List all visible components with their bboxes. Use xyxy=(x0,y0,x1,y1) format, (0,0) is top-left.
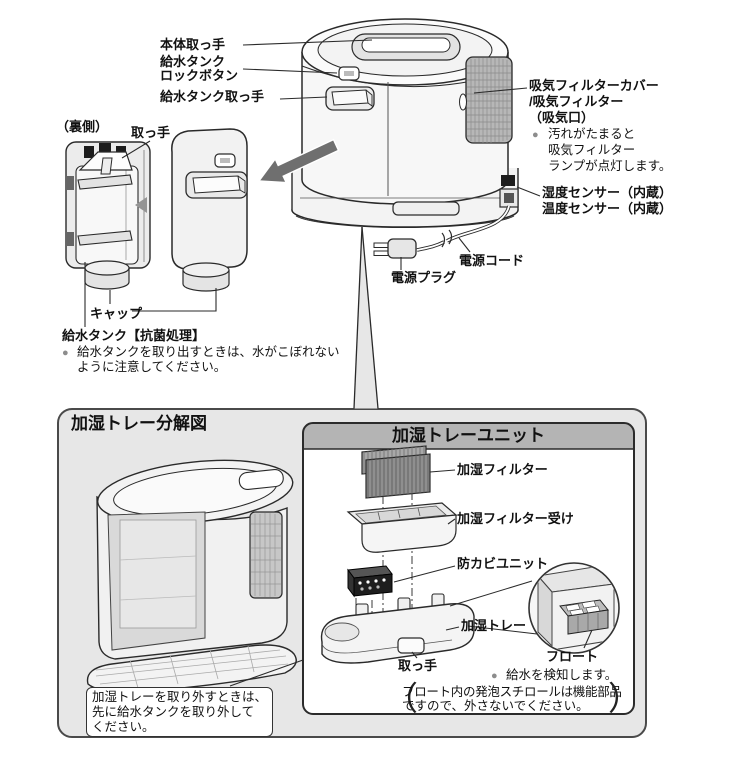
bullet-icon: ● xyxy=(62,347,69,359)
tray-label: 加湿トレー xyxy=(461,618,527,633)
tank-lock-button-glyph-front xyxy=(214,153,236,168)
anti-mold-label: 防カビユニット xyxy=(457,556,549,571)
tray-handle-label: 取っ手 xyxy=(398,658,438,673)
tank-note-line2: ように注意してください。 xyxy=(77,360,227,374)
callout-wedge xyxy=(353,226,379,409)
filter-label: 加湿フィルター xyxy=(457,462,548,477)
intake-note-line1: 汚れがたまると xyxy=(548,127,636,141)
cap-label: キャップ xyxy=(90,306,143,321)
pull-out-arrow-icon xyxy=(257,138,340,184)
remove-note-box: 加湿トレーを取り外すときは、 先に給水タンクを取り外して ください。 xyxy=(86,687,274,738)
main-unit-illustration xyxy=(291,18,519,229)
tank-note-line1: 給水タンクを取り出すときは、水がこぼれない xyxy=(77,345,340,359)
tray-illustration xyxy=(320,593,475,664)
water-tank-front-illustration xyxy=(171,128,248,292)
paren-close: ） xyxy=(608,680,641,717)
float-inset-illustration xyxy=(449,562,620,654)
leader-lines-top xyxy=(84,39,541,327)
styrofoam-note-line1: フロート内の発泡スチロールは機能部品 xyxy=(402,685,622,699)
tank-lock-button-glyph xyxy=(338,66,360,81)
humidifier-filter-illustration xyxy=(361,445,431,499)
float-note: 給水を検知します。 xyxy=(506,668,618,682)
intake-label-line1: 吸気フィルターカバー xyxy=(529,78,659,93)
remove-note-line1: 加湿トレーを取り外すときは、 xyxy=(92,690,268,704)
styrofoam-note-line2: ですので、外さないでください。 xyxy=(402,699,589,713)
tank-lock-label-line1: 給水タンク xyxy=(160,54,226,69)
intake-note-line2: 吸気フィルター xyxy=(548,143,636,157)
float-label: フロート xyxy=(546,649,599,664)
filter-holder-illustration xyxy=(346,502,458,553)
power-plug-illustration xyxy=(373,238,417,259)
humidity-sensor-label: 湿度センサー（内蔵） xyxy=(542,185,673,200)
bullet-icon: ● xyxy=(532,129,539,141)
remove-note-line2: 先に給水タンクを取り外して xyxy=(92,704,255,719)
tank-heading-label: 給水タンク【抗菌処理】 xyxy=(62,328,206,343)
filter-holder-label: 加湿フィルター受け xyxy=(457,511,574,526)
power-plug-label: 電源プラグ xyxy=(391,270,457,285)
handle-label: 取っ手 xyxy=(131,125,171,140)
intake-note-line3: ランプが点灯します。 xyxy=(548,159,672,173)
temperature-sensor-label: 温度センサー（内蔵） xyxy=(542,201,673,216)
power-cord-illustration xyxy=(373,205,511,259)
intake-filter-grille xyxy=(459,56,513,144)
tray-device-illustration xyxy=(86,459,304,693)
body-handle-label: 本体取っ手 xyxy=(160,37,226,52)
power-cord-label: 電源コード xyxy=(459,253,525,268)
bullet-icon: ● xyxy=(491,670,498,682)
tank-lock-label-line2: ロックボタン xyxy=(160,68,239,83)
back-side-label: （裏側） xyxy=(56,119,109,134)
intake-label-line2: /吸気フィルター xyxy=(529,94,624,109)
tray-section-title: 加湿トレー分解図 xyxy=(71,414,207,433)
tray-unit-title: 加湿トレーユニット xyxy=(392,426,545,445)
intake-label-line3: （吸気口） xyxy=(529,110,595,125)
tank-handle-label: 給水タンク取っ手 xyxy=(160,89,265,104)
paren-open: （ xyxy=(385,680,418,717)
remove-note-line3: ください。 xyxy=(92,719,155,734)
water-tank-back-illustration xyxy=(65,141,151,290)
tank-insert-triangle-icon xyxy=(135,197,147,213)
anti-mold-unit-illustration xyxy=(347,565,393,598)
